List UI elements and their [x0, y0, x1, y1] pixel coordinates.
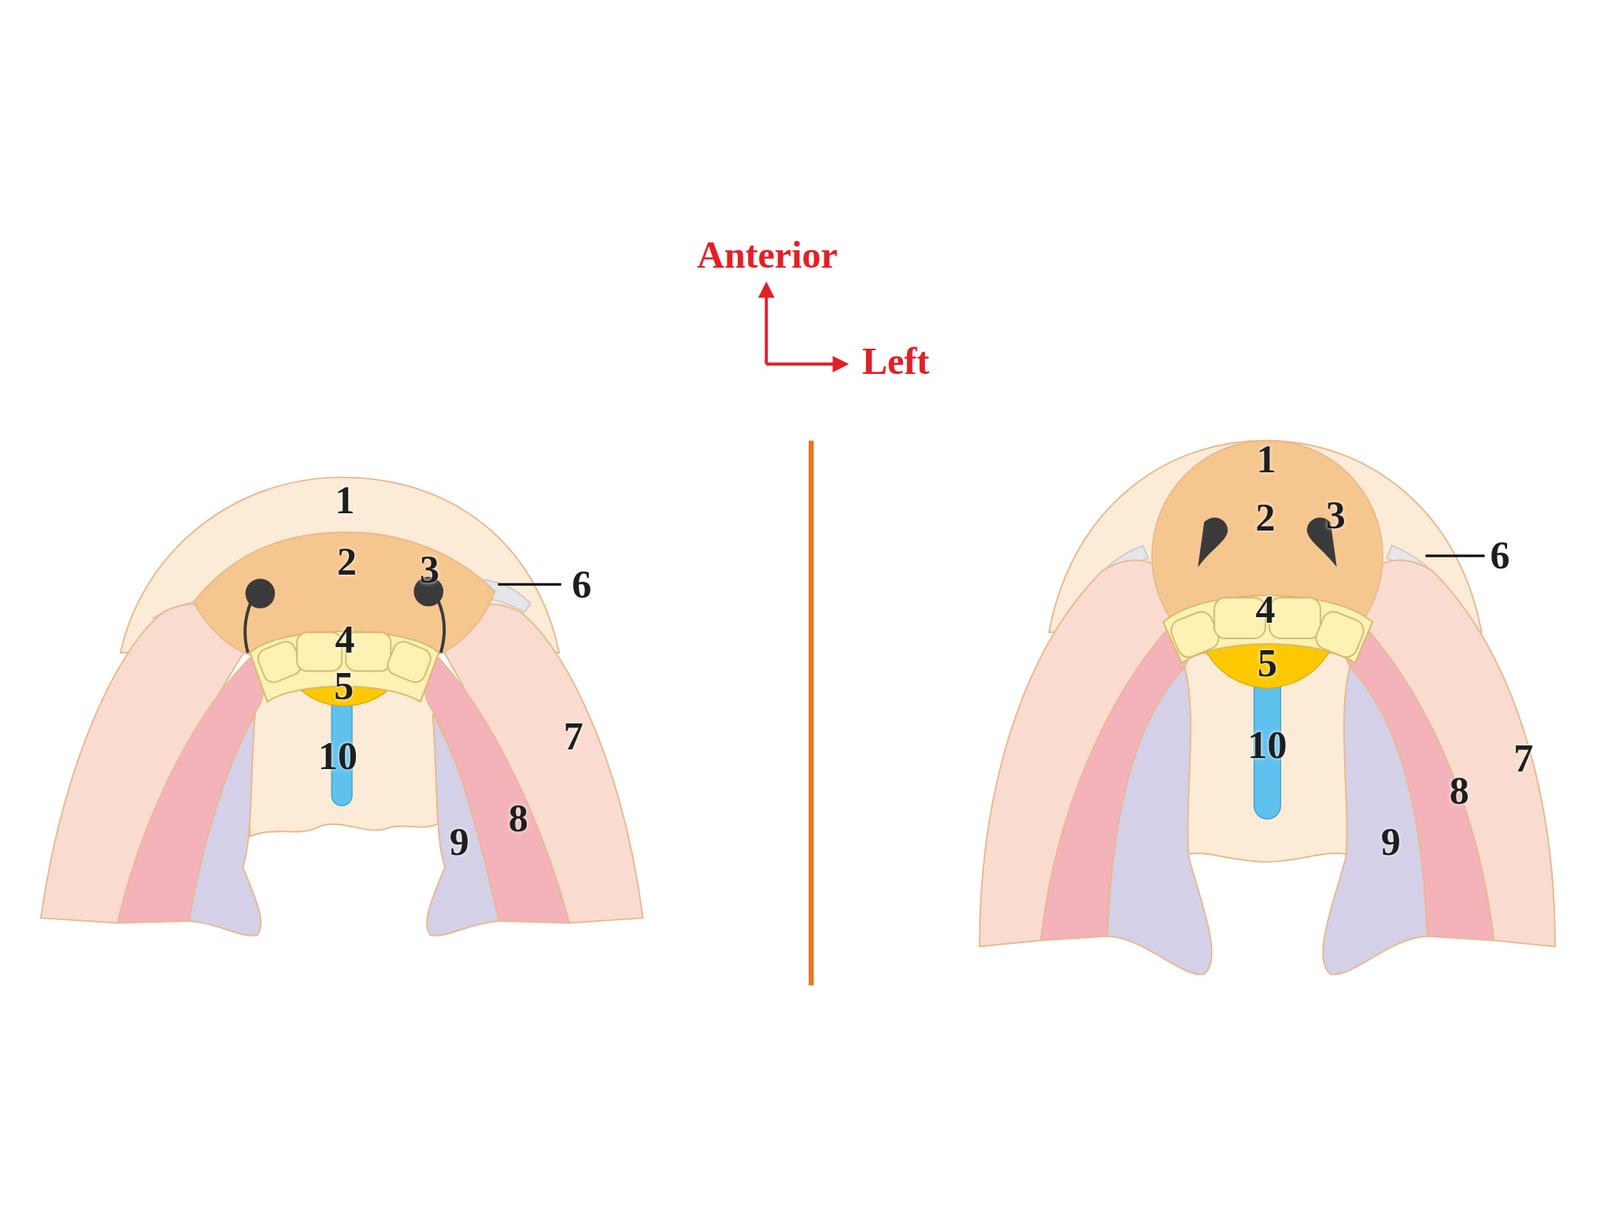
callout-number: 6	[1490, 535, 1511, 575]
callout-number: 4	[335, 619, 356, 660]
callout-number: 2	[337, 541, 357, 582]
axis-label: Anterior	[696, 236, 838, 275]
callout-number: 8	[508, 798, 529, 838]
callout-number: 5	[333, 666, 354, 706]
callout-number: 2	[1255, 497, 1275, 538]
callout-number: 9	[449, 822, 470, 862]
callout-number: 10	[318, 736, 358, 776]
callout-number: 9	[1381, 822, 1401, 862]
callout-number: 1	[1256, 439, 1277, 479]
axis-label: Left	[862, 342, 930, 381]
callout-number: 6	[571, 564, 592, 604]
callout-number: 8	[1449, 770, 1470, 811]
callout-number: 1	[335, 480, 356, 520]
callout-number: 5	[1257, 643, 1278, 683]
callout-number: 3	[419, 549, 440, 589]
callout-number: 3	[1325, 495, 1346, 535]
callout-number: 7	[1513, 738, 1534, 778]
callout-number: 4	[1255, 589, 1275, 630]
callout-number: 10	[1248, 725, 1288, 765]
callout-number: 7	[563, 716, 584, 756]
